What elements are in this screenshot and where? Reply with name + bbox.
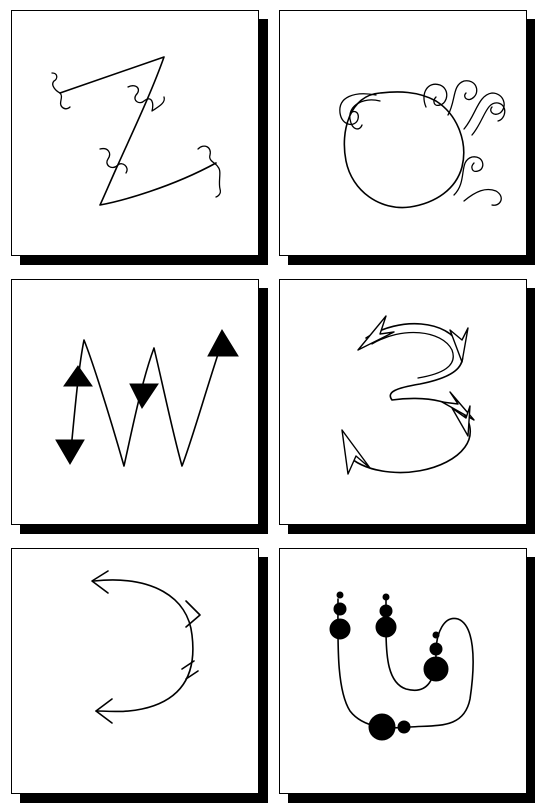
curve-tick-upper: [186, 601, 200, 627]
arrowhead-left-upper: [64, 366, 92, 386]
panel-w-filled-arrowheads: [11, 279, 259, 525]
dot-bottom-large: [369, 714, 395, 740]
arrowhead-left-lower: [56, 440, 84, 464]
u-loop-path: [338, 595, 473, 728]
open-arrowhead-top: [92, 571, 108, 593]
arc-line-arrowheads-drawing: [12, 549, 258, 793]
dot-top-left-tip: [337, 592, 343, 598]
panel-u-path-dot-markers: [279, 548, 527, 794]
panel-arc-line-arrowheads: [11, 548, 259, 794]
u-path-dot-markers-drawing: [280, 549, 526, 793]
w-zigzag-path: [70, 340, 222, 466]
dot-top-left-large: [330, 619, 350, 639]
hollow-arrowhead-top-left: [358, 316, 394, 350]
arrowhead-middle: [130, 384, 158, 408]
z-curl-ends-drawing: [12, 11, 258, 255]
dot-right-large: [424, 657, 448, 681]
flourish-top-right-a: [424, 84, 447, 107]
arrowhead-top-right: [208, 330, 238, 356]
dot-right-tip: [433, 632, 439, 638]
arc-path: [94, 580, 193, 711]
panel-circle-curl-flourishes: [279, 10, 527, 256]
w-filled-arrowheads-drawing: [12, 280, 258, 524]
dot-top-middle-large: [376, 617, 396, 637]
curl-tick-right: [198, 146, 220, 197]
flourish-top-right-b: [448, 81, 477, 115]
dot-right-small: [430, 643, 442, 655]
dot-top-middle-small: [380, 605, 392, 617]
panel-z-curl-ends: [11, 10, 259, 256]
z-path: [60, 57, 216, 205]
three-hollow-arrowheads-drawing: [280, 280, 526, 524]
dot-bottom-small: [398, 721, 410, 733]
flourish-lower-right-b: [464, 189, 501, 205]
circle-loop-path: [344, 92, 463, 208]
circle-curl-flourishes-drawing: [280, 11, 526, 255]
dot-top-left-small: [334, 603, 346, 615]
flourish-left-inner: [350, 100, 380, 129]
flourish-left: [340, 94, 376, 125]
flourish-top-right-c: [464, 93, 504, 129]
panel-three-hollow-arrowheads: [279, 279, 527, 525]
dot-top-middle-tip: [383, 594, 389, 600]
curl-tick-upper-middle: [128, 86, 164, 111]
three-curve-inner: [372, 333, 453, 378]
